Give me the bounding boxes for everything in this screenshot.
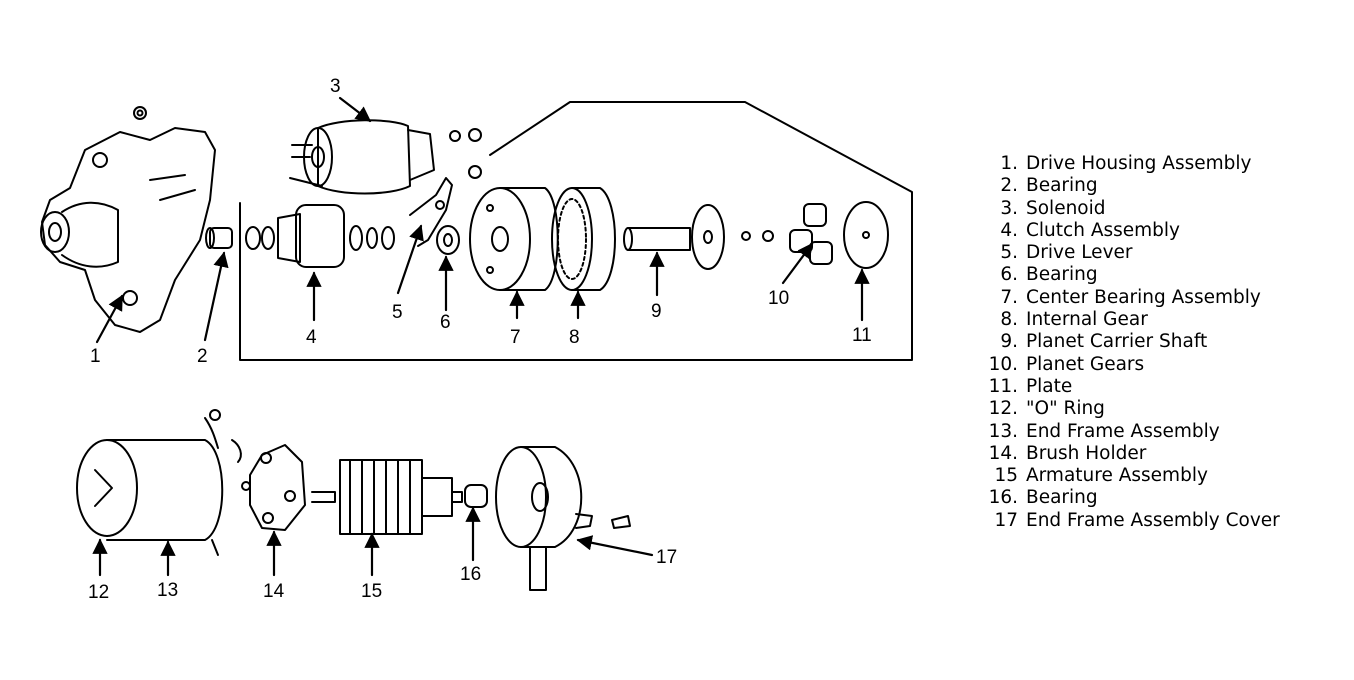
legend-label: Clutch Assembly (1026, 219, 1180, 241)
legend-number: 9. (1000, 331, 1018, 353)
callout-4: 4 (306, 327, 317, 348)
legend-label: Bearing (1026, 264, 1098, 286)
bearing-16-part (464, 484, 488, 508)
legend-label: Internal Gear (1026, 309, 1148, 331)
legend-number: 4. (1000, 219, 1018, 241)
legend-number: 8. (1000, 309, 1018, 331)
legend-label: Drive Housing Assembly (1026, 153, 1252, 174)
legend-number: 1. (1000, 153, 1018, 174)
end-frame-cover-part (495, 446, 631, 591)
callout-15: 15 (361, 581, 382, 602)
legend-item: 11. Plate (982, 376, 1280, 398)
callout-10: 10 (768, 288, 789, 309)
legend-item: 13. End Frame Assembly (982, 421, 1280, 443)
callout-17: 17 (656, 547, 677, 568)
callout-12: 12 (88, 582, 109, 603)
legend-item: 4. Clutch Assembly (982, 220, 1280, 242)
legend-number: 11. (988, 375, 1018, 397)
callout-3: 3 (330, 76, 341, 97)
assembly-group-outline (239, 101, 913, 361)
planet-carrier-shaft-part (623, 204, 725, 270)
legend-label: Planet Gears (1026, 353, 1145, 375)
drive-housing-part (40, 106, 216, 333)
legend-item: 14. Brush Holder (982, 443, 1280, 465)
legend-item: 7. Center Bearing Assembly (982, 287, 1280, 309)
legend-label: Drive Lever (1026, 242, 1133, 264)
legend-number: 17 (994, 509, 1018, 531)
legend-label: "O" Ring (1026, 398, 1105, 420)
legend-label: End Frame Assembly (1026, 420, 1220, 442)
legend-number: 2. (1000, 175, 1018, 197)
planet-gears-part (741, 203, 833, 265)
legend-number: 5. (1000, 242, 1018, 264)
callout-8: 8 (569, 327, 580, 348)
callout-arrows (92, 96, 870, 577)
legend-item: 6. Bearing (982, 264, 1280, 286)
legend-number: 10. (988, 353, 1018, 375)
legend-item: 17 End Frame Assembly Cover (982, 509, 1280, 532)
legend-item: 9. Planet Carrier Shaft (982, 331, 1280, 353)
legend-item: 8. Internal Gear (982, 309, 1280, 331)
legend-label: Bearing (1026, 487, 1098, 509)
legend-number: 16. (988, 487, 1018, 509)
clutch-assembly-part (245, 204, 395, 268)
legend-item: 10. Planet Gears (982, 354, 1280, 376)
legend-item: 5. Drive Lever (982, 242, 1280, 264)
armature-part (311, 459, 463, 535)
callout-16: 16 (460, 564, 481, 585)
plate-part (843, 201, 889, 269)
legend-label: Center Bearing Assembly (1026, 286, 1261, 308)
legend-number: 14. (988, 442, 1018, 464)
bearing-6-part (436, 225, 460, 255)
callout-numbers: 1 2 3 4 5 6 7 8 9 10 11 12 13 14 15 16 1… (88, 76, 872, 603)
drive-lever-part (409, 177, 453, 247)
legend-label: Bearing (1026, 175, 1098, 197)
legend-number: 13. (988, 420, 1018, 442)
callout-1: 1 (90, 346, 101, 367)
parts-legend: 1. Drive Housing Assembly 2. Bearing 3. Sol… (982, 153, 1280, 532)
callout-6: 6 (440, 312, 451, 333)
callout-5: 5 (392, 302, 403, 323)
brush-holder-part (241, 444, 306, 531)
callout-14: 14 (263, 581, 285, 602)
legend-number: 7. (1000, 286, 1018, 308)
legend-item: 15 Armature Assembly (982, 465, 1280, 487)
callout-2: 2 (197, 346, 208, 367)
o-ring-part (76, 439, 138, 537)
legend-item: 16. Bearing (982, 487, 1280, 509)
legend-item: 2. Bearing (982, 175, 1280, 197)
end-frame-part (106, 409, 242, 556)
legend-label: Plate (1026, 375, 1073, 397)
legend-label: Brush Holder (1026, 442, 1147, 464)
legend-label: Solenoid (1026, 197, 1106, 219)
legend-number: 12. (988, 398, 1018, 420)
legend-item: 12. "O" Ring (982, 398, 1280, 420)
legend-number: 3. (1000, 197, 1018, 219)
legend-label: End Frame Assembly Cover (1026, 509, 1280, 531)
internal-gear-part (551, 187, 616, 291)
callout-13: 13 (157, 580, 178, 601)
legend-label: Planet Carrier Shaft (1026, 331, 1208, 353)
bearing-2-part (205, 227, 233, 249)
center-bearing-part (469, 187, 559, 291)
callout-11: 11 (852, 325, 872, 346)
legend-item: 3. Solenoid (982, 198, 1280, 220)
legend-number: 6. (1000, 264, 1018, 286)
legend-number: 15 (994, 465, 1018, 487)
legend-item: 1. Drive Housing Assembly (982, 153, 1280, 175)
callout-9: 9 (651, 301, 662, 322)
callout-7: 7 (510, 327, 521, 348)
legend-label: Armature Assembly (1026, 465, 1208, 487)
solenoid-part (289, 119, 482, 195)
